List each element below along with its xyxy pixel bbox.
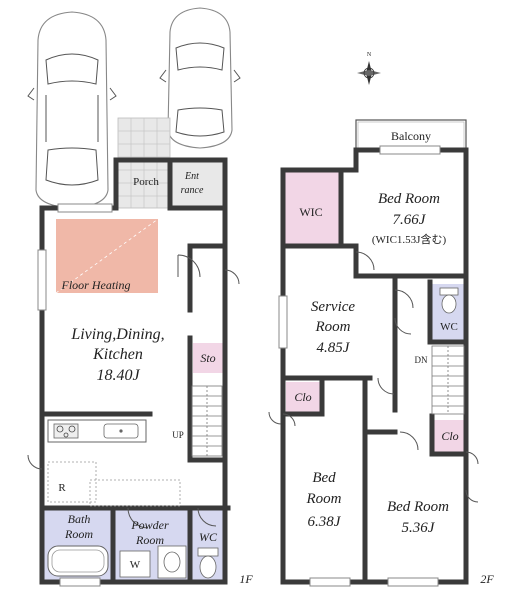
window: [278, 145, 441, 587]
master-bedroom-note: (WIC1.53J含む): [372, 232, 447, 246]
washer-mark: W: [130, 559, 141, 571]
stairs-down-label: DN: [415, 355, 428, 365]
kitchen-sink-icon: [103, 423, 139, 439]
car-icon: [159, 7, 241, 149]
bedroom-left-label: Bed: [312, 470, 336, 486]
stairs-up-label: UP: [172, 430, 184, 440]
closet-left-area: [286, 382, 320, 412]
first-floor-walls: [39, 157, 231, 585]
washer-space: [119, 550, 151, 578]
entrance-label: Ent: [184, 171, 199, 182]
bedroom-left-size: 6.38J: [308, 514, 342, 530]
service-room-size: 4.85J: [317, 340, 351, 356]
stove-icon: [53, 423, 79, 439]
entrance-label-cont: rance: [181, 185, 204, 196]
cupboard: [89, 479, 181, 507]
first-floor-label: 1F: [239, 572, 253, 586]
wic-area: [285, 172, 339, 244]
closet-left-label: Clo: [294, 390, 311, 404]
bath-label: Bath: [68, 512, 91, 526]
ldk-size: 18.40J: [96, 367, 140, 384]
bedroom-left-label-room: Room: [306, 491, 342, 507]
porch-tiles: [117, 117, 171, 209]
kitchen-counter: [47, 419, 147, 443]
refrigerator-space: [47, 461, 97, 503]
closet-right-label: Clo: [441, 429, 458, 443]
wc-label: WC: [199, 530, 218, 544]
vanity: [157, 545, 187, 579]
door-swing: [268, 251, 479, 503]
staircase: [431, 345, 465, 415]
ldk-label-kitchen: Kitchen: [92, 346, 143, 363]
balcony-label: Balcony: [391, 129, 431, 143]
compass-icon: N: [357, 52, 381, 85]
bathtub-icon: [47, 545, 109, 577]
floor-heating-area: [56, 219, 158, 293]
powder-label: Powder: [130, 518, 169, 532]
wc-label-2f: WC: [440, 321, 458, 333]
bedroom-right-label: Bed Room: [387, 499, 449, 515]
entrance-floor: [169, 159, 226, 209]
svg-text:N: N: [367, 52, 372, 58]
closet-right-area: [434, 420, 466, 452]
floor-heating-label: Floor Heating: [61, 278, 131, 292]
service-room-label: Service: [311, 299, 355, 315]
car-icon: [27, 11, 117, 209]
storage-label: Sto: [200, 351, 215, 365]
door-swing: [27, 254, 240, 529]
powder-label-room: Room: [135, 533, 164, 547]
service-room-label-room: Room: [315, 319, 351, 335]
toilet-icon: [197, 547, 219, 579]
toilet-icon: [439, 287, 459, 314]
bath-label-room: Room: [64, 527, 93, 541]
master-bedroom-label: Bed Room: [378, 191, 440, 207]
storage-area: [193, 343, 223, 373]
balcony: [355, 119, 467, 151]
refrigerator-mark: R: [58, 482, 66, 494]
first-floor-labels: Porch Ent rance Floor Heating Living,Din…: [58, 171, 253, 586]
staircase: [191, 385, 223, 457]
wic-label: WIC: [299, 205, 322, 219]
porch-label: Porch: [133, 176, 159, 188]
window: [37, 203, 113, 587]
second-floor-label: 2F: [480, 572, 494, 586]
second-floor-labels: Balcony WIC Bed Room 7.66J (WIC1.53J含む) …: [294, 129, 494, 586]
master-bedroom-size: 7.66J: [393, 212, 427, 228]
bedroom-right-size: 5.36J: [402, 520, 436, 536]
ldk-label: Living,Dining,: [70, 326, 164, 343]
